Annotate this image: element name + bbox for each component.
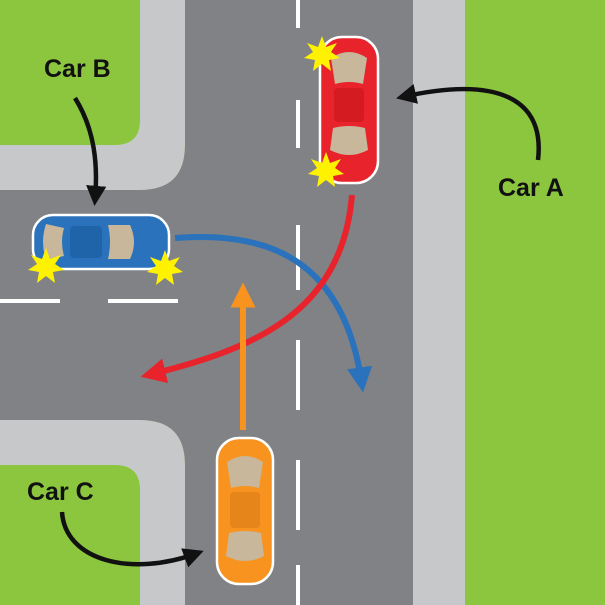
sidewalk-bottom-left (0, 420, 185, 605)
sidewalk-right (413, 0, 465, 605)
car-a-path-arrow (140, 194, 355, 384)
car-a-label: Car A (498, 174, 564, 202)
car-b-pointer-arrow (73, 96, 107, 207)
car-b-label: Car B (44, 55, 111, 83)
car-c-pointer-arrow (59, 511, 204, 568)
road-corner-top (140, 145, 185, 190)
car-b (31, 213, 171, 271)
car-a (318, 35, 380, 185)
car-a-pointer-arrow (396, 84, 541, 161)
car-c (215, 436, 275, 586)
car-c-label: Car C (27, 478, 94, 506)
car-b-path-arrow (174, 233, 372, 393)
sidewalk-top-left (0, 0, 185, 190)
road-corner-bottom (140, 420, 185, 465)
